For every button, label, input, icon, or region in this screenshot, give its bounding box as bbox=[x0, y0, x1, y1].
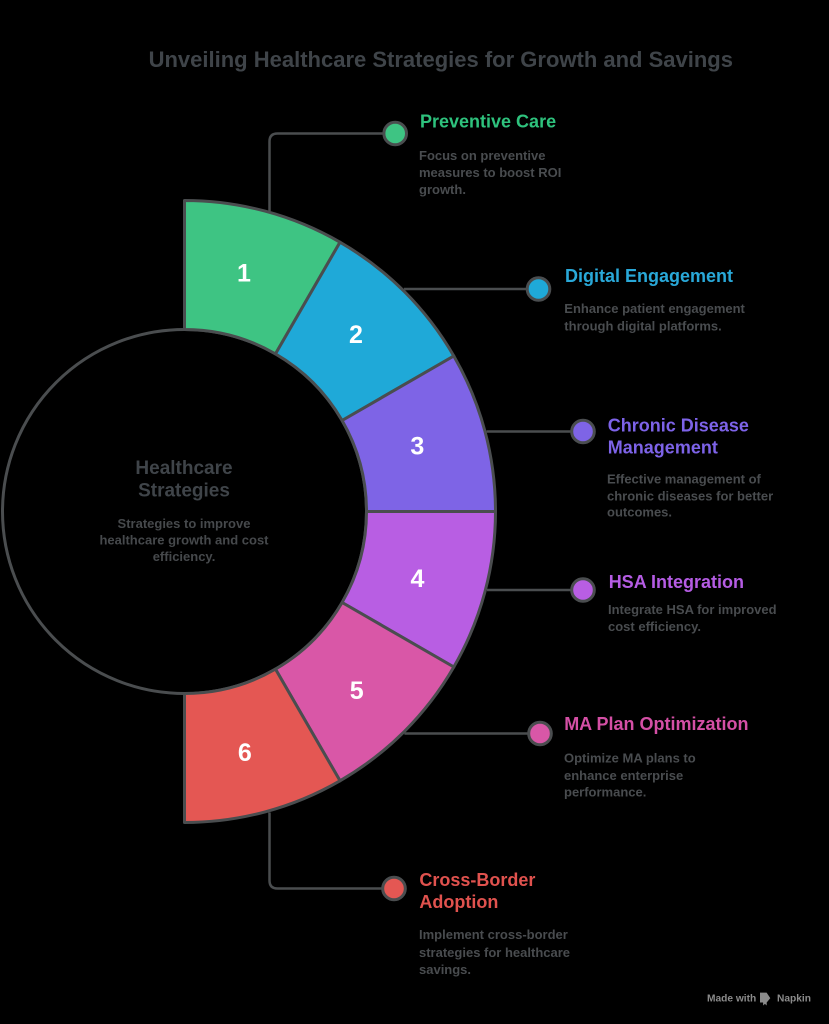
svg-text:Effective management of: Effective management of bbox=[607, 471, 762, 486]
svg-text:MA Plan Optimization: MA Plan Optimization bbox=[564, 714, 748, 734]
svg-text:efficiency.: efficiency. bbox=[153, 549, 216, 564]
svg-text:chronic diseases for better: chronic diseases for better bbox=[607, 488, 773, 503]
svg-text:savings.: savings. bbox=[419, 962, 471, 977]
svg-text:Chronic Disease: Chronic Disease bbox=[608, 415, 749, 435]
svg-text:Preventive Care: Preventive Care bbox=[420, 112, 556, 132]
svg-text:performance.: performance. bbox=[564, 785, 646, 800]
svg-text:Healthcare: Healthcare bbox=[135, 458, 232, 479]
svg-text:1: 1 bbox=[237, 259, 251, 287]
svg-text:measures to boost ROI: measures to boost ROI bbox=[419, 165, 561, 180]
svg-text:4: 4 bbox=[410, 565, 424, 593]
svg-text:Digital Engagement: Digital Engagement bbox=[565, 266, 733, 286]
svg-text:Integrate HSA for improved: Integrate HSA for improved bbox=[608, 602, 777, 617]
svg-text:Cross-Border: Cross-Border bbox=[419, 870, 535, 890]
svg-text:Implement cross-border: Implement cross-border bbox=[419, 927, 568, 942]
svg-text:Enhance patient engagement: Enhance patient engagement bbox=[564, 301, 745, 316]
svg-text:Management: Management bbox=[608, 437, 718, 457]
svg-text:5: 5 bbox=[350, 677, 364, 705]
svg-text:Focus on preventive: Focus on preventive bbox=[419, 148, 545, 163]
svg-text:6: 6 bbox=[238, 739, 252, 767]
svg-text:Strategies: Strategies bbox=[138, 480, 230, 501]
svg-text:enhance enterprise: enhance enterprise bbox=[564, 768, 683, 783]
svg-text:Strategies to improve: Strategies to improve bbox=[118, 516, 251, 531]
svg-text:through digital platforms.: through digital platforms. bbox=[564, 319, 721, 334]
svg-text:3: 3 bbox=[410, 432, 424, 460]
svg-text:healthcare growth and cost: healthcare growth and cost bbox=[99, 532, 269, 547]
svg-text:Made with: Made with bbox=[707, 994, 756, 1005]
svg-text:growth.: growth. bbox=[419, 182, 466, 197]
svg-text:Unveiling Healthcare Strategie: Unveiling Healthcare Strategies for Grow… bbox=[149, 47, 733, 72]
svg-text:Adoption: Adoption bbox=[419, 892, 498, 912]
svg-text:cost efficiency.: cost efficiency. bbox=[608, 619, 701, 634]
svg-text:Napkin: Napkin bbox=[777, 994, 811, 1005]
svg-text:strategies for healthcare: strategies for healthcare bbox=[419, 945, 570, 960]
svg-text:2: 2 bbox=[349, 321, 363, 349]
svg-text:HSA Integration: HSA Integration bbox=[609, 572, 744, 592]
svg-text:outcomes.: outcomes. bbox=[607, 505, 672, 520]
svg-text:Optimize MA plans to: Optimize MA plans to bbox=[564, 751, 696, 766]
